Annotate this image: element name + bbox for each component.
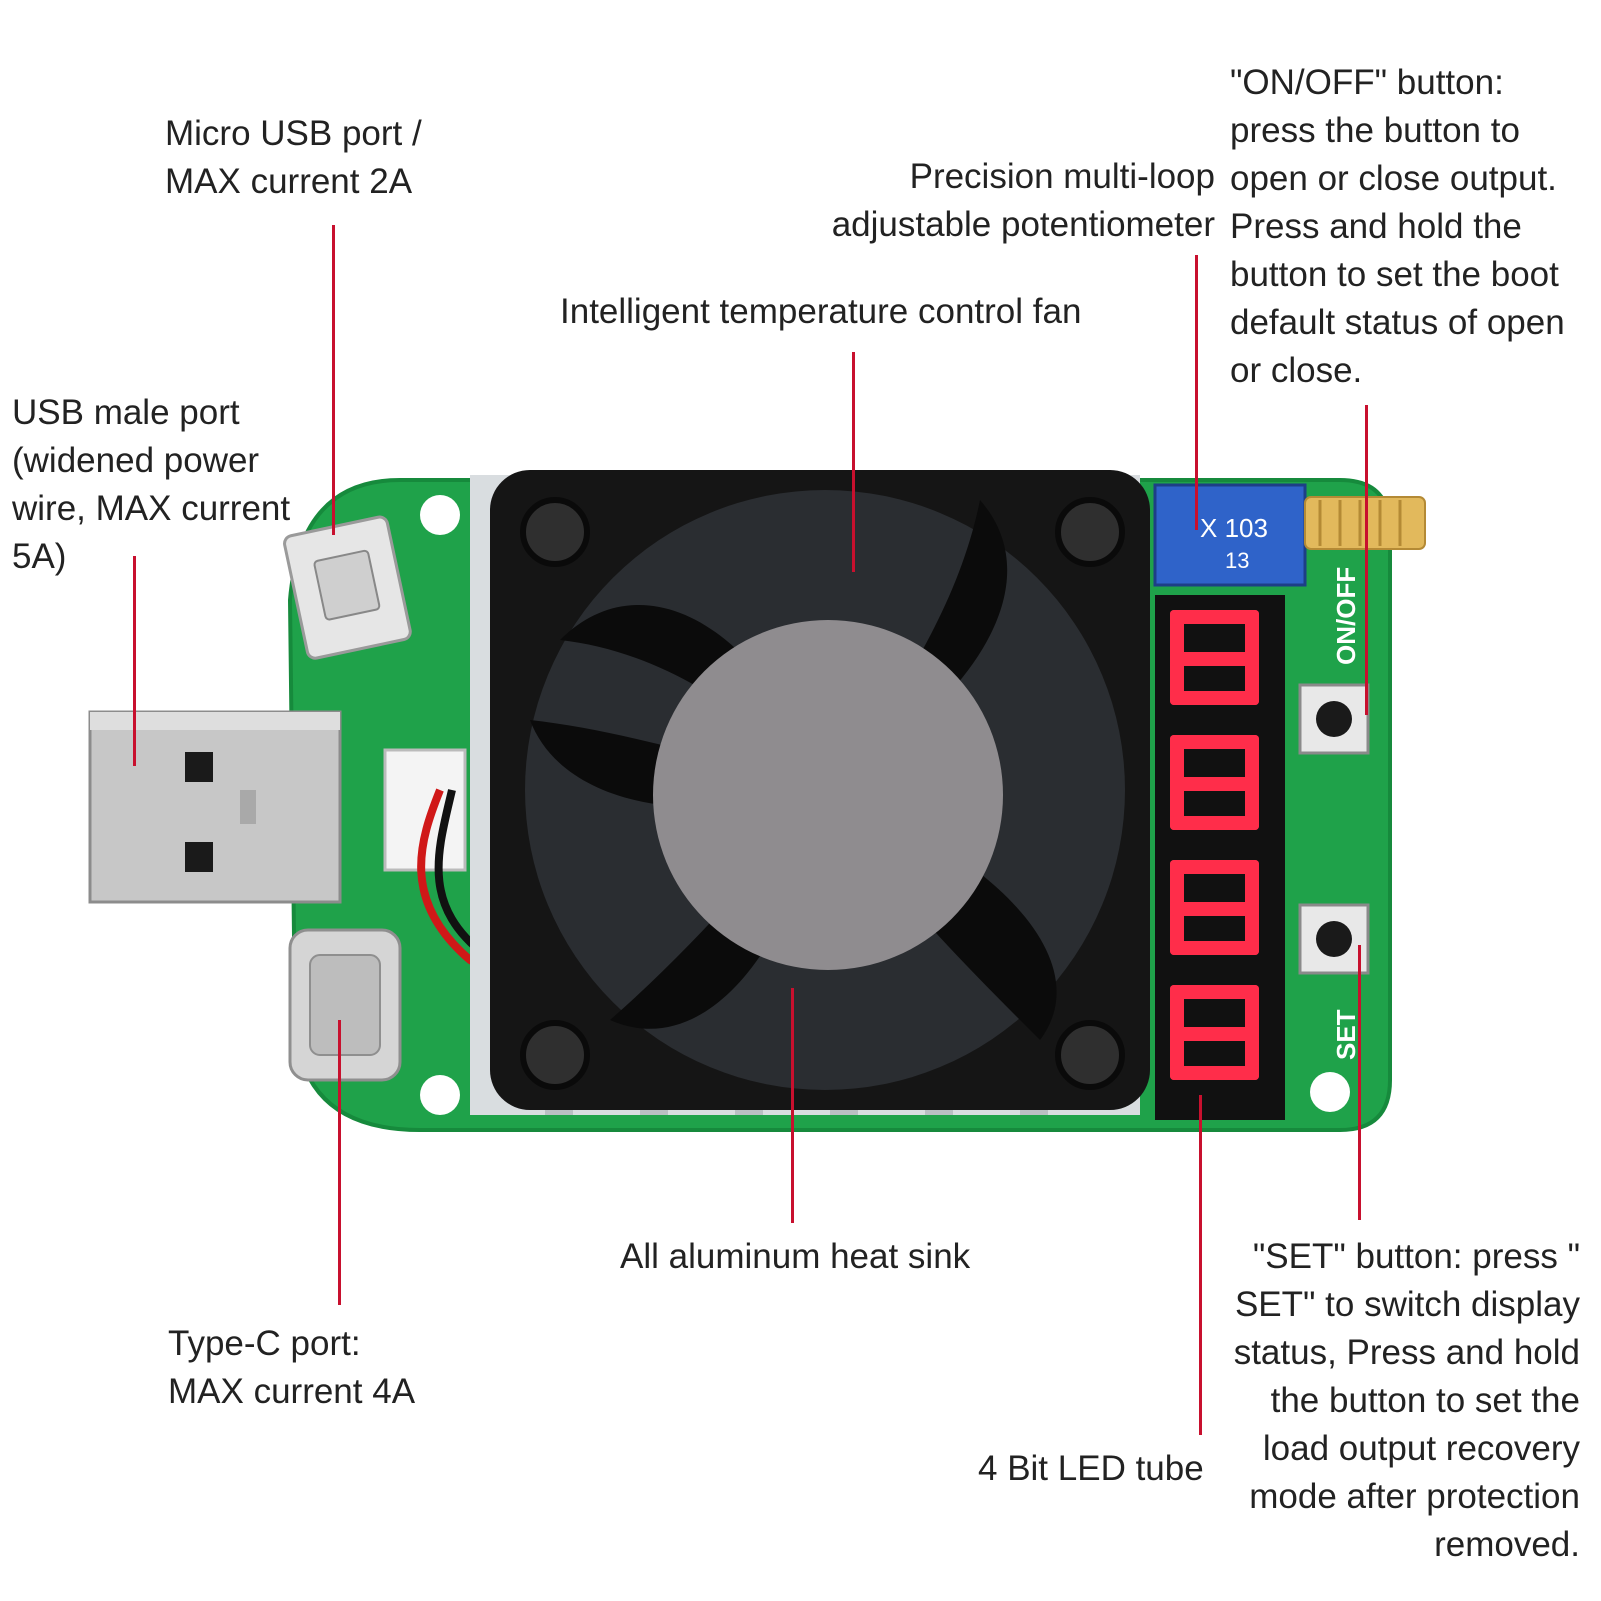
callout-potentiometer: Precision multi-loop adjustable potentio… (831, 157, 1215, 244)
callout-fan: Intelligent temperature control fan (560, 292, 1082, 331)
callout-heat-sink: All aluminum heat sink (620, 1237, 971, 1276)
led-segment (1170, 860, 1259, 874)
led-segment (1170, 735, 1259, 749)
callout-usb-male: USB male port (widened power wire, MAX c… (12, 393, 291, 576)
fan-screw (1055, 1020, 1125, 1090)
on-off-silkscreen: ON/OFF (1331, 567, 1361, 665)
led-segment (1170, 777, 1259, 791)
type-c-port (288, 928, 402, 1082)
leader-heat-sink (791, 988, 794, 1223)
led-segment (1170, 902, 1259, 916)
callout-led-tube: 4 Bit LED tube (978, 1449, 1204, 1488)
on-off-button[interactable] (1298, 683, 1370, 755)
led-segment (1170, 610, 1259, 624)
fan-screw (520, 1020, 590, 1090)
led-segment (1170, 985, 1259, 999)
leader-led-tube (1199, 1095, 1202, 1435)
led-tube-display (1155, 595, 1285, 1120)
led-segment (1170, 691, 1259, 705)
leader-on-off (1365, 405, 1368, 715)
leader-type-c (338, 1020, 341, 1305)
leader-micro-usb (332, 225, 335, 535)
mounting-hole (1310, 1072, 1350, 1112)
fan-hub (653, 620, 1003, 970)
leader-set-button (1358, 945, 1361, 1220)
callout-on-off: "ON/OFF" button: press the button to ope… (1230, 63, 1565, 390)
led-segment (1170, 1027, 1259, 1041)
led-segment (1170, 1066, 1259, 1080)
potentiometer-text-1: X 103 (1200, 513, 1268, 543)
leader-usb-male (133, 556, 136, 766)
callout-micro-usb: Micro USB port / MAX current 2A (165, 114, 422, 201)
fan-screw (520, 497, 590, 567)
usb-male-port (88, 710, 342, 904)
mounting-hole (420, 1075, 460, 1115)
potentiometer-text-2: 13 (1225, 548, 1249, 573)
leader-potentiometer (1195, 255, 1198, 530)
led-segment (1170, 816, 1259, 830)
set-button[interactable] (1298, 903, 1370, 975)
mounting-hole (420, 495, 460, 535)
cooling-fan (490, 470, 1150, 1110)
fan-screw (1055, 497, 1125, 567)
leader-fan (852, 352, 855, 572)
set-silkscreen: SET (1331, 1009, 1361, 1060)
callout-set-button: "SET" button: press " SET" to switch dis… (1233, 1237, 1580, 1564)
led-segment (1170, 941, 1259, 955)
callout-type-c: Type-C port: MAX current 4A (168, 1324, 416, 1411)
led-segment (1170, 652, 1259, 666)
